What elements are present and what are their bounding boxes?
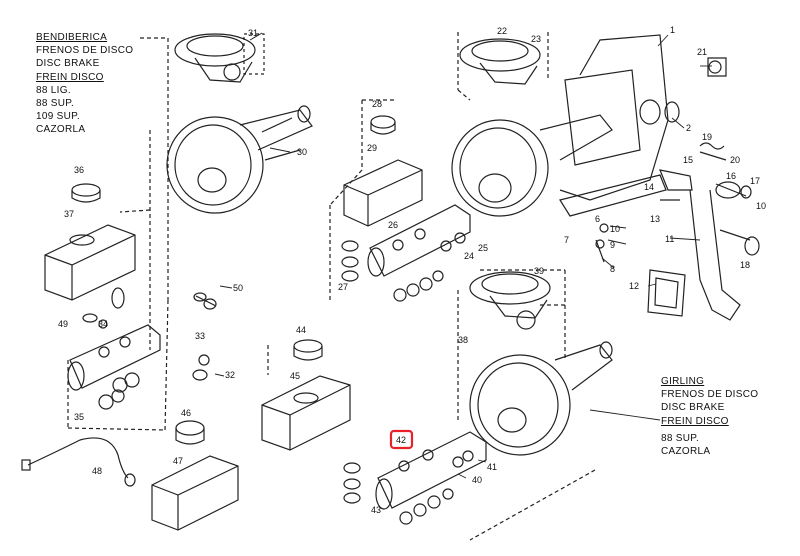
lower-frame-lines (267, 269, 596, 541)
legend-left-brand: BENDIBERICA (36, 32, 108, 43)
callout-23: 23 (531, 34, 541, 44)
center-frame-lines (329, 99, 396, 300)
callout-27: 27 (338, 282, 348, 292)
callout-36: 36 (74, 165, 84, 175)
callout-32: 32 (225, 370, 235, 380)
callout-labels: 31 30 36 37 50 49 34 35 33 32 48 28 29 2… (58, 25, 766, 515)
callout-49: 49 (58, 319, 68, 329)
legend-left-model-4: CAZORLA (36, 124, 86, 136)
callout-41: 41 (487, 462, 497, 472)
left-master-cylinder (67, 287, 161, 410)
left-reservoir-cap (71, 183, 101, 203)
stop-switch (707, 57, 727, 77)
girling-master-cylinder (343, 431, 487, 525)
callout-24: 24 (464, 251, 474, 261)
legend-left-model-3: 109 SUP. (36, 111, 80, 123)
callout-18: 18 (740, 260, 750, 270)
right-servo-booster (451, 114, 613, 217)
right-frame-lines (457, 32, 549, 101)
callout-33: 33 (195, 331, 205, 341)
left-reservoir (44, 224, 136, 301)
callout-38: 38 (458, 335, 468, 345)
callout-30: 30 (297, 147, 307, 157)
callout-1: 1 (670, 25, 675, 35)
callout-42: 42 (396, 435, 406, 445)
left-booster-cap (174, 33, 265, 83)
callout-26: 26 (388, 220, 398, 230)
left-servo-booster (166, 105, 313, 214)
left-bolt (193, 292, 217, 310)
center-cap-29 (370, 115, 396, 135)
legend-right-line-1: FRENOS DE DISCO (661, 389, 759, 401)
callout-43: 43 (371, 505, 381, 515)
left-frame-lines (67, 37, 169, 431)
callout-17: 17 (750, 176, 760, 186)
callout-29: 29 (367, 143, 377, 153)
legend-right-model-1: 88 SUP. (661, 432, 700, 444)
pedal-bolts (595, 199, 680, 263)
legend-bendiberica: BENDIBERICA FRENOS DE DISCO DISC BRAKE F… (36, 31, 133, 137)
callout-45: 45 (290, 371, 300, 381)
callout-44: 44 (296, 325, 306, 335)
callout-9: 9 (610, 240, 615, 250)
girling-cap-45 (293, 339, 323, 361)
callout-50: 50 (233, 283, 243, 293)
callout-7: 7 (564, 235, 569, 245)
girling-booster (469, 341, 613, 456)
callout-13: 13 (650, 214, 660, 224)
legend-left-model-2: 88 SUP. (36, 98, 75, 110)
callout-6: 6 (595, 214, 600, 224)
callout-15: 15 (683, 155, 693, 165)
callout-22: 22 (497, 26, 507, 36)
callout-2: 2 (686, 123, 691, 133)
callout-28: 28 (372, 99, 382, 109)
pedal-pad (647, 269, 686, 317)
callout-35: 35 (74, 412, 84, 422)
callout-25: 25 (478, 243, 488, 253)
girling-reservoir-2 (151, 455, 239, 531)
callout-21: 21 (697, 47, 707, 57)
legend-left-line-3: FREIN DISCO (36, 71, 104, 83)
callout-40: 40 (472, 475, 482, 485)
callout-8: 8 (610, 264, 615, 274)
legend-right-line-3: FREIN DISCO (661, 415, 729, 427)
legend-left-line-2: DISC BRAKE (36, 58, 100, 70)
callout-10: 10 (756, 201, 766, 211)
right-booster-cap (459, 38, 541, 85)
callout-12: 12 (629, 281, 639, 291)
callout-34: 34 (98, 319, 108, 329)
girling-reservoir (261, 375, 351, 451)
leader-lines (214, 32, 712, 479)
pedal-bracket (559, 34, 680, 217)
callout-46: 46 (181, 408, 191, 418)
callout-16: 16 (726, 171, 736, 181)
callout-10b: 10 (610, 224, 620, 234)
callout-39: 39 (534, 266, 544, 276)
left-switch (192, 354, 210, 381)
callout-31: 31 (248, 28, 258, 38)
callout-14: 14 (644, 182, 654, 192)
callout-11: 11 (665, 234, 674, 244)
legend-right-brand: GIRLING (661, 376, 705, 387)
legend-left-line-1: FRENOS DE DISCO (36, 45, 134, 57)
legend-left-model-1: 88 LIG. (36, 84, 71, 96)
center-reservoir-28 (343, 159, 423, 227)
center-master-cylinder (341, 204, 471, 302)
callout-20: 20 (730, 155, 740, 165)
legend-right-line-2: DISC BRAKE (661, 402, 725, 414)
sensor-wire (21, 437, 136, 487)
legend-right-model-2: CAZORLA (661, 446, 711, 458)
brake-pedal (659, 169, 760, 321)
pedal-spring (699, 142, 727, 161)
callout-47: 47 (173, 456, 183, 466)
legend-girling: GIRLING FRENOS DE DISCO DISC BRAKE FREIN… (661, 375, 758, 458)
highlight-box (389, 429, 414, 450)
callout-48: 48 (92, 466, 102, 476)
girling-cap-39 (469, 271, 551, 330)
callout-19: 19 (702, 132, 712, 142)
girling-cap-47 (175, 420, 205, 445)
callout-37: 37 (64, 209, 74, 219)
